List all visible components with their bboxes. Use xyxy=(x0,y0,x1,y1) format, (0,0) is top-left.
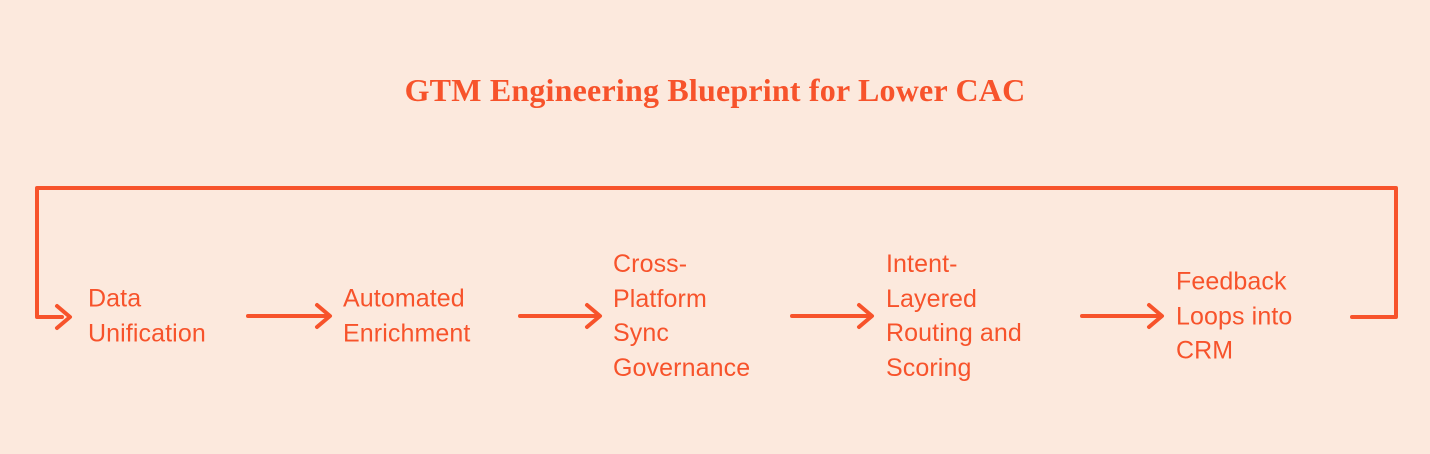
feedback-loop-arrowhead-icon xyxy=(55,304,72,330)
arrowhead-icon xyxy=(315,303,332,329)
arrow-step3-step4 xyxy=(790,303,874,329)
arrow-step2-step3 xyxy=(518,303,602,329)
flow-step-feedback-loops-crm: Feedback Loops into CRM xyxy=(1176,267,1293,365)
flow-step-data-unification: Data Unification xyxy=(88,284,206,348)
arrowhead-icon xyxy=(585,303,602,329)
flow-step-intent-layered-routing-scoring: Intent- Layered Routing and Scoring xyxy=(886,250,1022,382)
arrowhead-icon xyxy=(857,303,874,329)
flow-step-automated-enrichment: Automated Enrichment xyxy=(343,284,471,348)
flow-step-cross-platform-sync-governance: Cross- Platform Sync Governance xyxy=(613,250,751,382)
arrowhead-icon xyxy=(1147,303,1164,329)
arrow-step1-step2 xyxy=(246,303,332,329)
feedback-loop-arrow xyxy=(35,186,1398,330)
arrow-step4-step5 xyxy=(1080,303,1164,329)
diagram-title: GTM Engineering Blueprint for Lower CAC xyxy=(404,72,1026,108)
